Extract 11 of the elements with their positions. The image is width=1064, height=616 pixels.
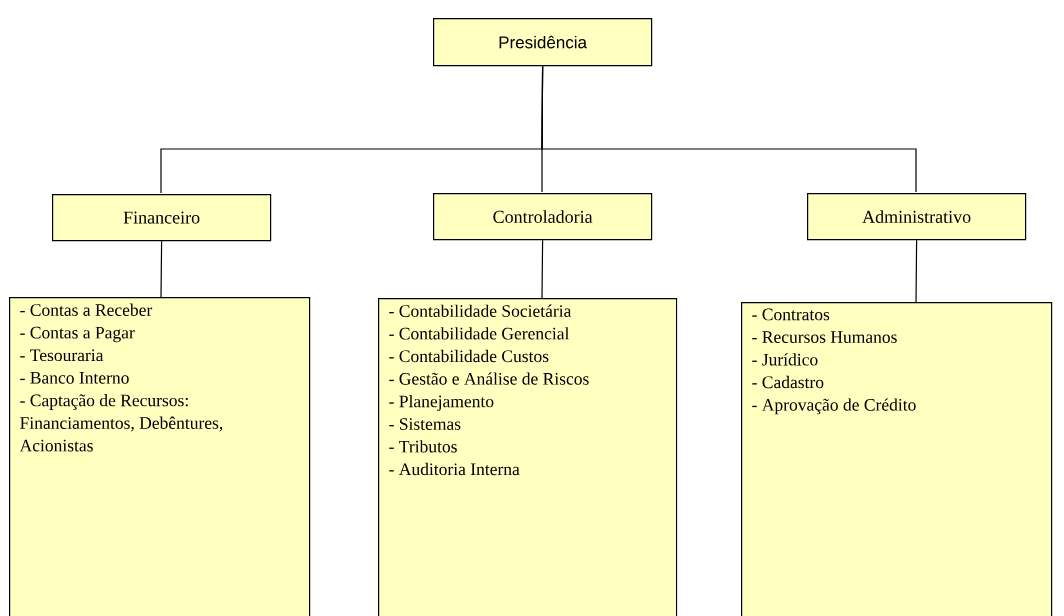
connector-line: [160, 240, 163, 298]
connector-line: [541, 239, 544, 299]
department-box: Controladoria: [433, 193, 653, 241]
task-list-box: - Contabilidade Societária - Contabilidade Gerencial - Contabilidade Custos - Gestão e Análise de Riscos - Planejamento - Sistemas - Tributos - Auditoria Interna: [378, 298, 678, 616]
department-box: Financeiro: [52, 194, 272, 242]
org-box: Presidência: [433, 18, 653, 67]
connector-line: [541, 65, 917, 193]
connector-line: [915, 239, 918, 303]
task-list-box: - Contas a Receber - Contas a Pagar - Tesouraria - Banco Interno - Captação de Recursos: Financiamentos, Debêntures, Acionistas: [9, 297, 311, 616]
task-list-box: - Contratos - Recursos Humanos - Jurídico - Cadastro - Aprovação de Crédito: [741, 302, 1053, 616]
department-box: Administrativo: [807, 193, 1027, 241]
